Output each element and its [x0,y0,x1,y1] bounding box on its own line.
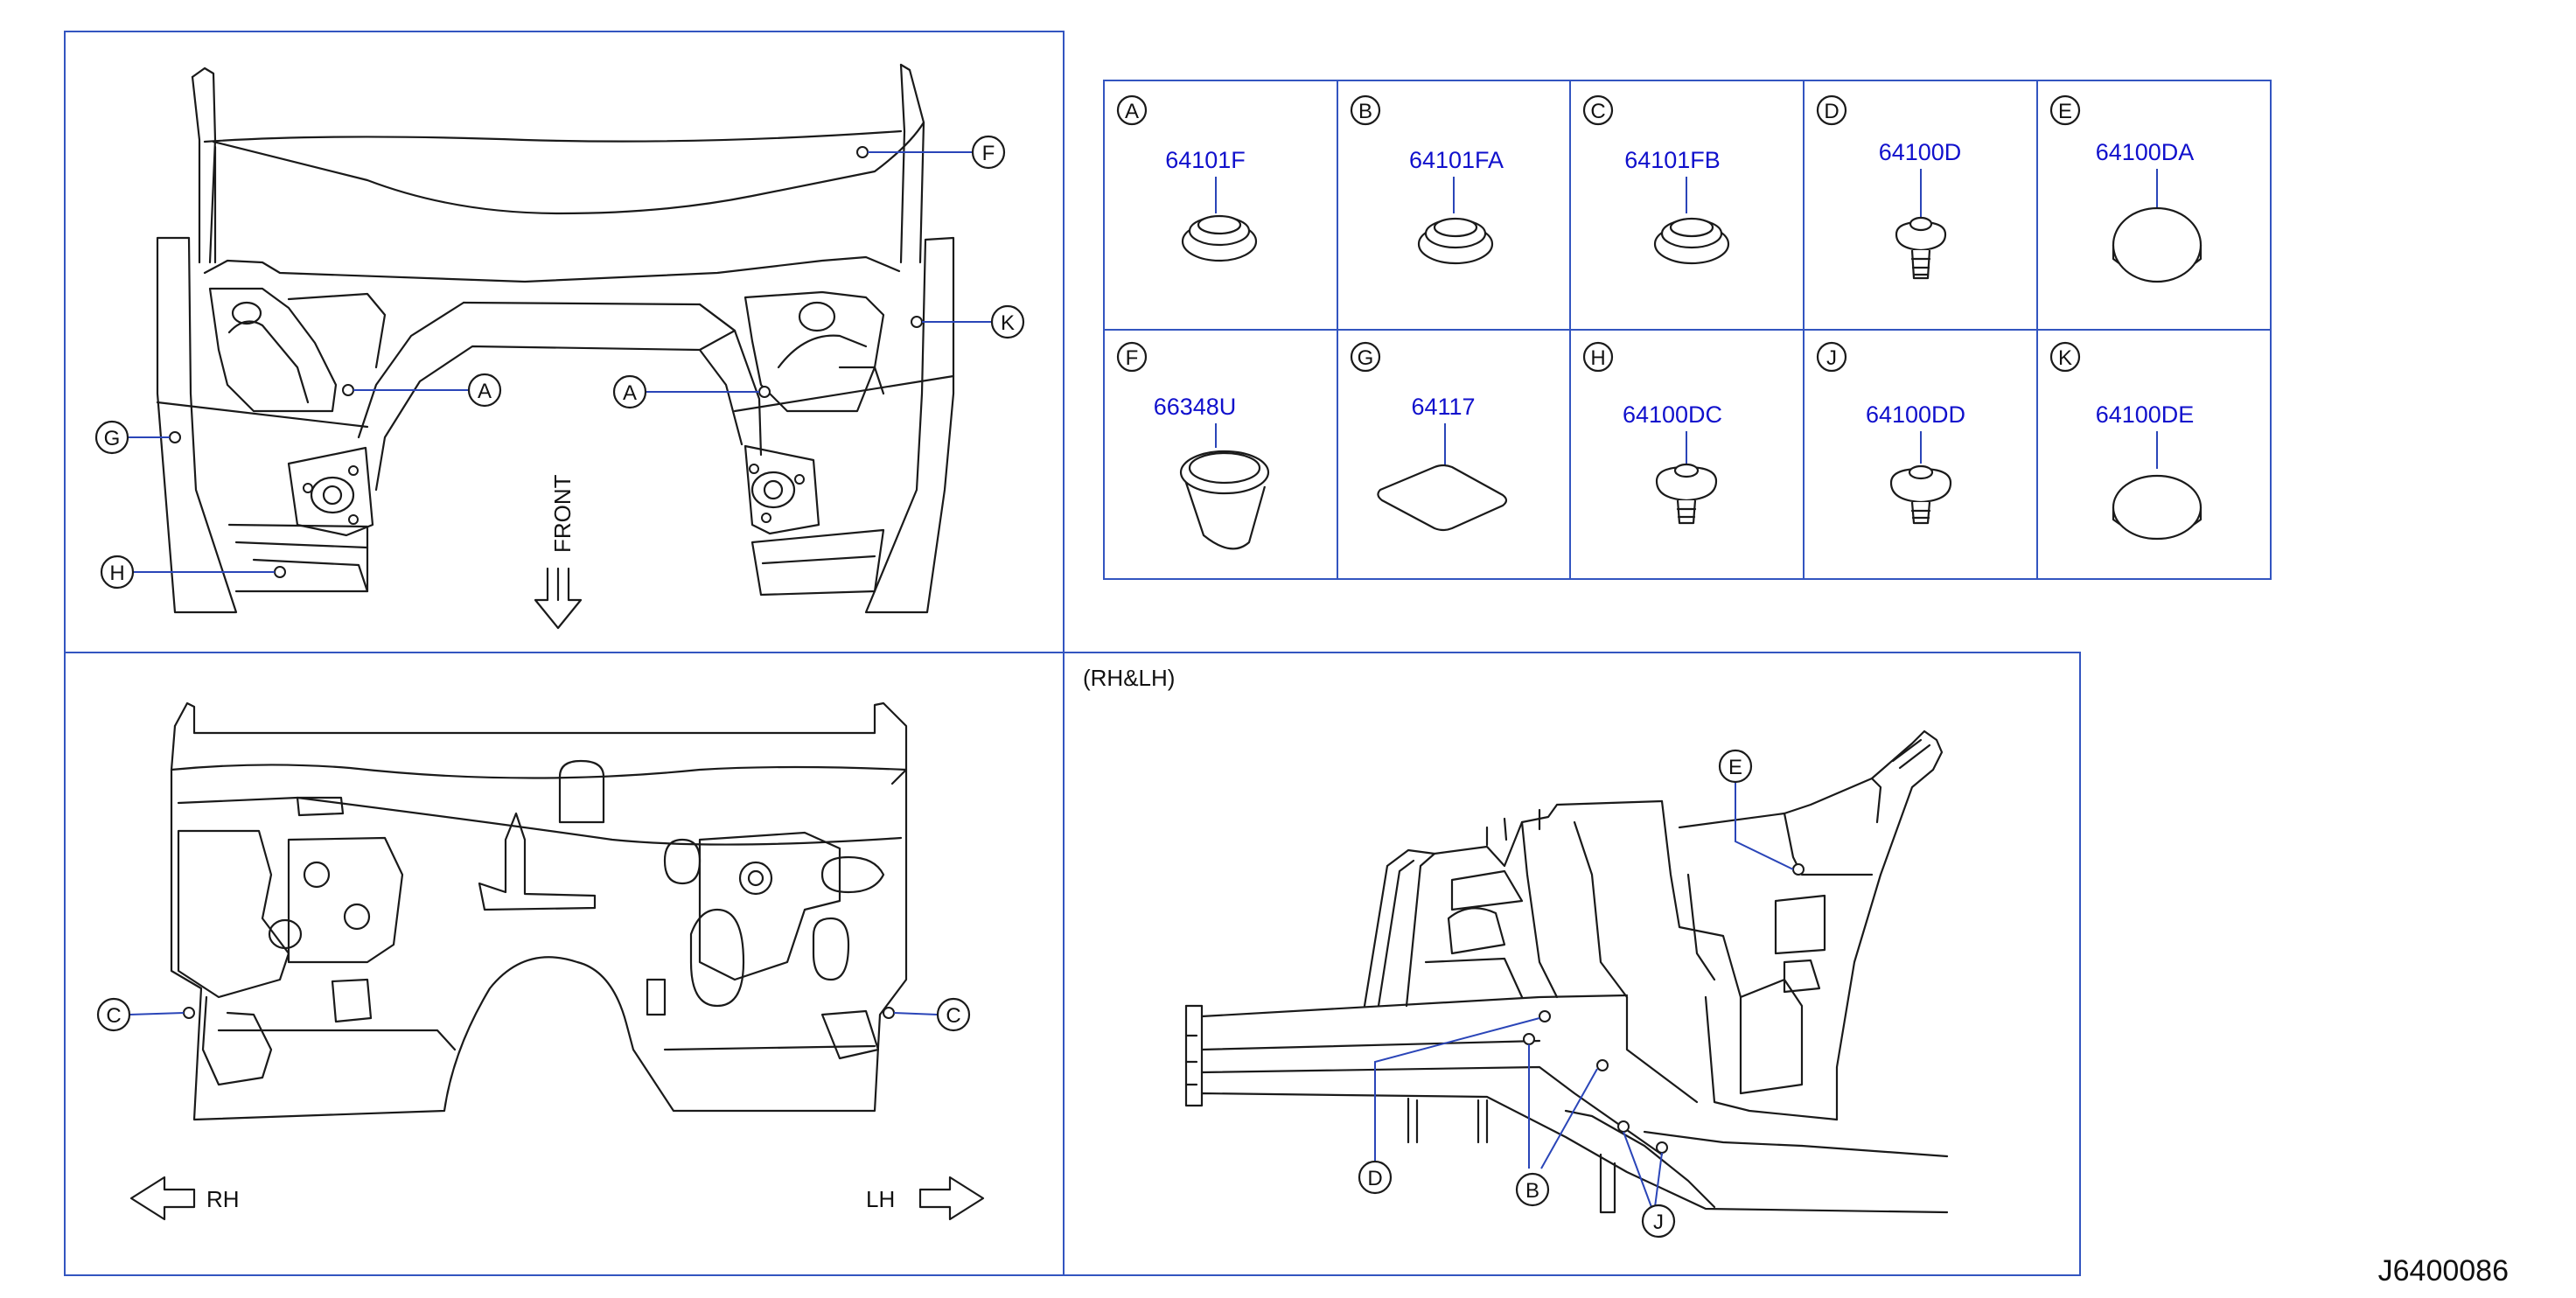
hole-j2 [1656,1141,1668,1154]
svg-text:A: A [478,380,492,403]
lh-arrow-icon [918,1176,985,1221]
callout-h: H [100,555,135,590]
svg-text:F: F [982,142,995,165]
cap-plug-icon [2112,206,2203,283]
parts-cell-b: B 64101FA [1350,94,1504,265]
svg-text:E: E [1728,756,1742,779]
parts-cell-k: K 64100DE [2049,341,2203,541]
callout-k: K [990,304,1025,339]
top-view: F K A A G H FRONT [94,63,1025,630]
part-number: 64100DE [2096,401,2195,428]
callout-b: B [1515,1172,1550,1207]
diagram-code: J6400086 [2378,1254,2509,1288]
parts-cell-c: C 64101FB [1582,94,1730,265]
hole-j1 [1617,1120,1630,1133]
cell-letter: B [1358,100,1372,123]
front-view: C C RH LH [96,701,985,1221]
front-direction-label: FRONT [549,474,576,553]
hole-g [169,431,181,443]
lh-label: LH [866,1186,895,1212]
cap-plug-icon [2112,474,2203,541]
part-number: 64100D [1879,139,1962,165]
parts-cell-j: J 64100DD [1816,341,1965,525]
cell-letter: H [1590,346,1605,370]
plug-oval-icon [1179,450,1270,550]
front-arrow-icon [534,567,583,630]
callout-d: D [1358,1160,1393,1195]
hole-h [274,566,286,578]
part-number: 64117 [1411,394,1475,420]
callout-f: F [971,135,1006,170]
svg-text:C: C [946,1004,960,1028]
cell-letter: A [1125,100,1139,123]
callout-c-right: C [936,997,971,1032]
part-number: 64101FB [1624,147,1721,173]
hole-c-left [183,1007,195,1019]
rh-label: RH [206,1186,240,1212]
callout-a-left: A [467,373,502,408]
plug-grommet-icon [1653,217,1730,265]
clip-icon [1889,464,1952,525]
side-view-note: (RH&LH) [1083,665,1175,691]
hole-c-right [883,1007,895,1019]
hole-b1 [1523,1033,1535,1045]
rh-arrow-icon [129,1176,196,1221]
parts-cell-f: F 66348U [1116,341,1270,550]
svg-text:B: B [1525,1179,1539,1203]
part-number: 64100DA [2096,139,2195,165]
part-number: 64101FA [1409,147,1504,173]
part-number: 64101F [1165,147,1246,173]
cell-letter: C [1590,100,1605,123]
part-number: 66348U [1154,394,1237,420]
plug-grommet-icon [1417,217,1494,265]
clip-icon [1655,463,1718,525]
side-view: (RH&LH) [1083,665,1949,1239]
svg-text:D: D [1367,1167,1382,1190]
callout-j: J [1641,1204,1676,1239]
front-view-frame [64,652,1065,1276]
cell-letter: E [2058,100,2072,123]
clip-icon [1895,216,1947,280]
parts-cell-h: H 64100DC [1582,341,1722,525]
callout-a-right: A [612,374,647,409]
svg-text:G: G [104,427,121,450]
parts-table: A 64101F B 64101FA C 64101FB [1103,80,2272,580]
hole-e [1792,863,1805,876]
callout-g: G [94,420,129,455]
parts-cell-e: E 64100DA [2049,94,2203,283]
cell-letter: J [1826,346,1837,370]
part-number: 64100DD [1866,401,1965,428]
plug-grommet-icon [1181,214,1258,262]
hole-f [856,146,869,158]
svg-text:H: H [109,562,124,585]
seal-pad-icon [1377,464,1508,532]
hole-k [911,316,923,328]
side-view-frame [1063,652,2081,1276]
parts-cell-d: D 64100D [1816,94,1962,280]
svg-text:A: A [623,381,637,405]
cell-letter: F [1126,346,1139,370]
svg-text:C: C [106,1004,121,1028]
callout-c-left: C [96,997,131,1032]
cell-letter: D [1824,100,1839,123]
panel-frames [64,31,2081,1276]
callout-e: E [1718,749,1753,784]
parts-cell-a: A 64101F [1116,94,1258,262]
cell-letter: K [2058,346,2072,370]
hole-a-right [758,386,771,398]
hole-a-left [342,384,354,396]
part-number: 64100DC [1623,401,1722,428]
hole-d [1539,1010,1551,1022]
svg-text:J: J [1653,1211,1664,1234]
hole-b2 [1596,1059,1609,1071]
cell-letter: G [1358,346,1374,370]
parts-cell-g: G 64117 [1350,341,1508,532]
svg-text:K: K [1001,311,1015,335]
